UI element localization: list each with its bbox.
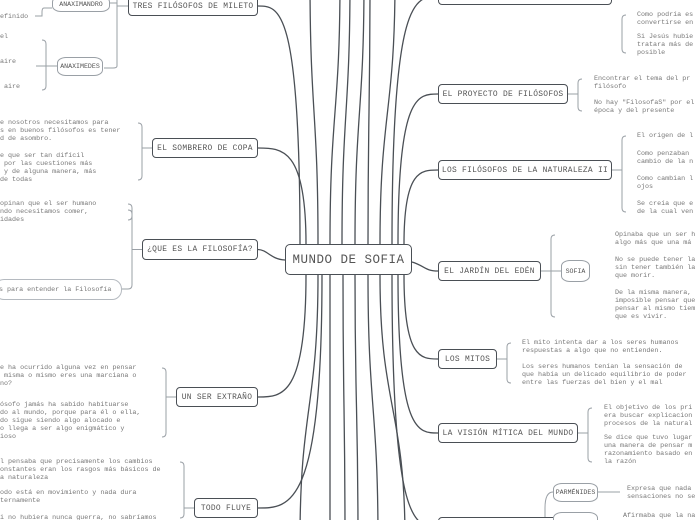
branch-connector [257,147,307,245]
branch-connector [354,0,365,245]
note-text: e que ser tan difícil por las cuestiones… [0,152,97,184]
branch-connector [379,0,396,245]
note-text: aire [0,58,17,66]
branch-topic[interactable]: EL PROYECTO DE FILÓSOFOS [438,84,568,104]
branch-connector [403,274,439,360]
highlight-note: s para entender la Filosofía [0,279,122,300]
branch-topic[interactable]: TODO FLUYE [194,498,258,518]
note-text: ósofo jamás ha sabido habituarse do al m… [0,401,141,441]
branch-connector [397,93,439,245]
note-text: el [0,33,9,41]
subtopic[interactable] [553,512,598,520]
subtopic-anaximandro[interactable]: ANAXIMANDRO [52,0,110,12]
note-text: aire [0,83,21,91]
note-text: efinido [0,13,29,21]
note-connector [35,7,52,17]
note-text: Se creía que e de la cual ven [637,200,694,216]
note-text: No hay "FilosofaS" por el época y del pr… [594,99,695,115]
note-text: Opinaba que un ser h algo más que una má [615,231,696,247]
bracket-connector [137,122,143,181]
bracket-connector [621,14,627,54]
branch-connector [367,0,371,245]
branch-topic[interactable]: ¿QUE ES LA FILOSOFÍA? [142,239,258,260]
note-text: Como penzaban cambio de la n [637,150,694,166]
bracket-connector [161,367,167,438]
note-text: Afirmaba que la na [623,512,696,520]
branch-connector [257,248,286,261]
bracket-connector [550,234,556,318]
branch-connector [341,0,351,245]
note-text: Como podría es convertirse en [637,11,694,27]
branch-connector [403,169,439,245]
branch-connector [342,274,346,520]
branch-connector [354,274,359,520]
bracket-connector [41,39,47,91]
note-text: Expresa que nada sensaciones no se [627,485,696,501]
subtopic-parmenides[interactable]: PARMÉNIDES [553,483,598,502]
branch-connector [329,0,341,245]
note-text: Los seres humanos tenían la sensación de… [522,363,687,387]
bracket-connector [587,407,593,463]
branch-connector [257,5,301,245]
branch-connector [379,274,406,520]
bracket-connector [621,135,627,213]
bracket-connector [506,342,512,384]
note-text: Encontrar el tema del pr filósofo [594,75,691,91]
note-text: Se dice que tuvo lugar una manera de pen… [604,434,693,466]
branch-connector [367,274,379,520]
branch-connector [309,0,319,245]
branch-connector [397,274,439,434]
bracket-connector [127,209,133,290]
note-text: El origen de l [637,132,694,140]
branch-topic[interactable]: EL JARDÍN DEL EDÉN [438,261,541,281]
branch-connector [411,261,439,272]
note-text: Como cambian l ojos [637,175,694,191]
branch-connector [391,274,419,520]
branch-connector [391,0,423,245]
branch-topic[interactable]: TRES FILÓSOFOS DE MILETO [128,0,258,16]
note-text: Si Jesús hubie tratara más de posible [637,33,694,57]
branch-connector [257,274,307,398]
note-text: odo está en movimiento y nada dura terna… [0,489,137,505]
branch-topic[interactable]: LA VISIÓN MÍTICA DEL MUNDO [438,423,578,443]
note-text: De la misma manera, imposible pensar que… [615,289,696,321]
branch-topic[interactable]: LOS FILÓSOFOS DE LA NATURALEZA II [438,160,612,180]
subtopic-connector [544,491,554,520]
branch-topic[interactable]: EL SOMBRERO DE COPA [152,138,258,158]
note-text: El objetivo de los pri era buscar explic… [604,404,693,428]
note-text: El mito intenta dar a los seres humanos … [522,339,679,355]
bracket-connector [577,78,583,112]
note-text: l pensaba que precisamente los cambios o… [0,458,161,482]
note-text: e ha ocurrido alguna vez en pensar misma… [0,364,137,388]
subtopic-sofia[interactable]: SOFIA [561,260,590,282]
note-text: opinan que el ser humano ndo necesitamos… [0,200,97,224]
note-text: No se puede tener la sin tener también l… [615,256,696,280]
subtopic-anaximedes[interactable]: ANAXIMEDES [57,57,103,76]
note-text: e nosotros necesitamos para s en buenos … [0,119,121,143]
branch-topic[interactable]: UN SER EXTRAÑO [176,387,258,407]
branch-topic[interactable] [438,0,612,5]
central-topic[interactable]: MUNDO DE SOFIA [285,244,412,275]
branch-topic[interactable]: LOS MITOS [438,349,497,369]
note-text: i no hubiera nunca guerra, no sabríamos [0,514,157,520]
branch-connector [299,274,319,520]
bracket-connector [179,461,185,519]
branch-connector [257,274,323,509]
subtopic-connector [104,0,118,69]
